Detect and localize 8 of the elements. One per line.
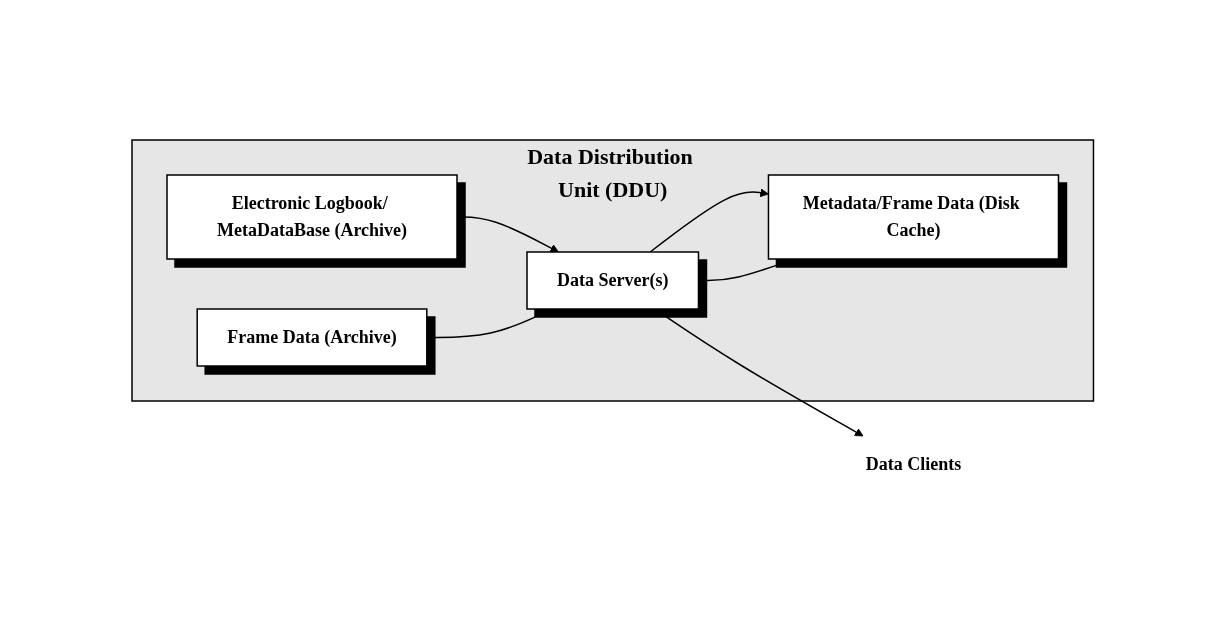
- node-text: Data Clients: [865, 453, 961, 474]
- node-box: Frame Data (Archive): [196, 307, 428, 367]
- arrow: [649, 187, 769, 253]
- node-box: Electronic Logbook/ MetaDataBase (Archive): [166, 173, 458, 260]
- node-box: Metadata/Frame Data (Disk Cache): [767, 173, 1059, 260]
- arrow: [456, 215, 559, 252]
- arrow: [653, 307, 864, 436]
- node-box: Data Server(s): [526, 250, 699, 310]
